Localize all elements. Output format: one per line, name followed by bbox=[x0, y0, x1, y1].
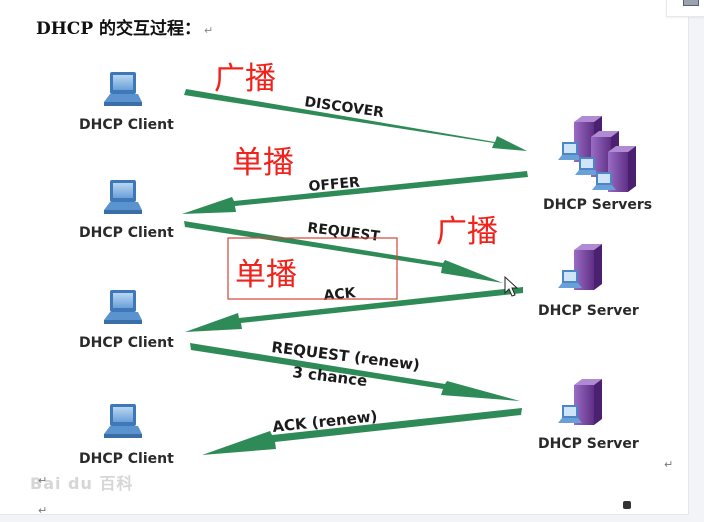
arrow-ack bbox=[185, 287, 523, 332]
msg-ack: ACK bbox=[323, 285, 357, 304]
paragraph-mark-icon: ↵ bbox=[38, 474, 48, 487]
paragraph-mark-icon: ↵ bbox=[204, 24, 214, 37]
computer-icon bbox=[104, 180, 142, 214]
client-node-3: DHCP Client bbox=[79, 290, 174, 351]
client-label: DHCP Client bbox=[79, 225, 174, 241]
arrow-request bbox=[184, 221, 503, 283]
client-label: DHCP Client bbox=[79, 451, 174, 467]
server-icon bbox=[558, 379, 602, 425]
annotation-broadcast-1: 广播 bbox=[214, 61, 276, 97]
window-widget[interactable] bbox=[666, 0, 704, 17]
client-label: DHCP Client bbox=[79, 335, 174, 351]
mouse-cursor-icon bbox=[504, 275, 519, 297]
client-node-2: DHCP Client bbox=[79, 180, 174, 241]
status-icon[interactable] bbox=[623, 501, 631, 509]
paragraph-mark-icon: ↵ bbox=[664, 458, 674, 471]
arrow-request-renew bbox=[190, 343, 520, 401]
computer-icon bbox=[104, 72, 142, 106]
document-heading: DHCP 的交互过程：↵ bbox=[36, 14, 213, 39]
annotation-broadcast-2: 广播 bbox=[436, 214, 498, 250]
msg-request-renew-sublabel: 3 chance bbox=[292, 363, 369, 390]
watermark: Bai du 百科 bbox=[30, 474, 134, 493]
server-node-2: DHCP Server bbox=[538, 379, 639, 452]
server-label: DHCP Server bbox=[538, 436, 639, 452]
paragraph-mark-icon: ↵ bbox=[38, 504, 48, 517]
computer-icon bbox=[104, 404, 142, 438]
client-label: DHCP Client bbox=[79, 117, 174, 133]
client-node-1: DHCP Client bbox=[79, 72, 174, 133]
msg-request: REQUEST bbox=[307, 220, 382, 245]
server-label: DHCP Server bbox=[538, 303, 639, 319]
highlight-box bbox=[227, 237, 398, 300]
computer-icon bbox=[104, 290, 142, 324]
server-group-node: DHCP Servers bbox=[543, 116, 652, 213]
minimize-icon bbox=[683, 0, 699, 6]
msg-offer: OFFER bbox=[308, 175, 361, 195]
heading-text: DHCP 的交互过程： bbox=[36, 19, 202, 39]
client-node-4: DHCP Client bbox=[79, 404, 174, 467]
server-node-1: DHCP Server bbox=[538, 244, 639, 319]
arrow-offer bbox=[182, 171, 528, 214]
annotation-unicast-1: 单播 bbox=[232, 145, 294, 181]
annotation-unicast-2: 单播 bbox=[235, 257, 297, 293]
servers-label: DHCP Servers bbox=[543, 197, 652, 213]
arrow-ack-renew bbox=[202, 408, 522, 455]
arrow-discover bbox=[184, 89, 527, 151]
server-icon bbox=[558, 244, 602, 290]
